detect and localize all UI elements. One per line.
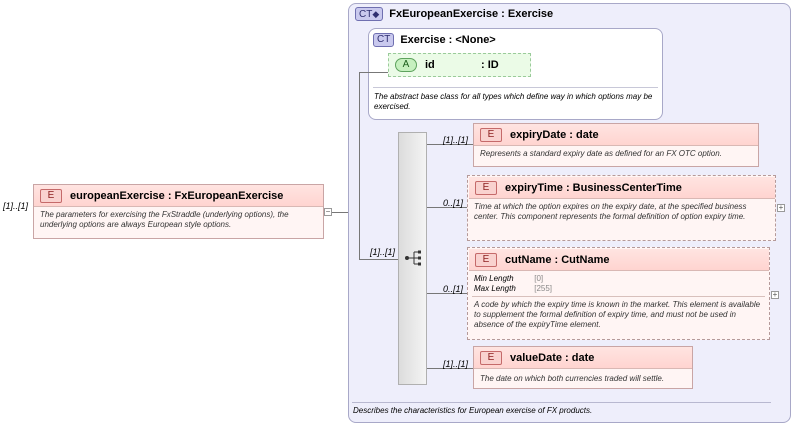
root-cardinality: [1]..[1] <box>3 201 29 211</box>
attribute-id-box[interactable]: A id : ID <box>388 53 531 77</box>
element-title: valueDate : date <box>510 351 595 364</box>
expiry-date-element[interactable]: E expiryDate : date Represents a standar… <box>473 123 759 167</box>
sequence-cardinality: [1]..[1] <box>370 247 396 257</box>
child-connector <box>427 293 467 294</box>
element-badge: E <box>40 188 62 203</box>
element-title: expiryDate : date <box>510 128 599 141</box>
element-doc: Represents a standard expiry date as def… <box>480 149 722 158</box>
child-cardinality: [1]..[1] <box>443 359 469 369</box>
facet-divider <box>472 296 765 297</box>
element-doc: Time at which the option expires on the … <box>474 202 747 221</box>
child-cardinality: 0..[1] <box>443 198 464 208</box>
base-type-doc: The abstract base class for all types wh… <box>374 92 653 111</box>
child-connector <box>427 368 473 369</box>
facet-max-length: Max Length [255] <box>474 284 553 293</box>
base-type-header: CT Exercise : <None> <box>373 33 496 47</box>
element-badge: E <box>480 127 502 142</box>
attribute-connector <box>359 72 360 260</box>
facet-min-length: Min Length [0] <box>474 274 544 283</box>
attribute-type: : ID <box>481 59 499 71</box>
element-badge: E <box>475 180 497 195</box>
root-element-doc: The parameters for exercising the FxStra… <box>40 210 289 229</box>
child-connector <box>427 207 467 208</box>
element-header: E expiryTime : BusinessCenterTime <box>469 177 775 199</box>
cut-name-element[interactable]: E cutName : CutName Min Length [0] Max L… <box>467 247 770 340</box>
child-cardinality: [1]..[1] <box>443 135 469 145</box>
complex-type-doc: Describes the characteristics for Europe… <box>353 406 593 415</box>
attribute-connector-h <box>359 72 388 73</box>
attribute-name: id <box>425 59 435 71</box>
complex-type-header: CT◆ FxEuropeanExercise : Exercise <box>355 7 553 21</box>
element-badge: E <box>475 252 497 267</box>
complex-type-title: FxEuropeanExercise : Exercise <box>389 8 554 20</box>
facets: Min Length [0] Max Length [255] <box>468 271 769 294</box>
complex-type-badge: CT◆ <box>355 7 384 21</box>
expiry-time-element[interactable]: E expiryTime : BusinessCenterTime Time a… <box>467 175 776 241</box>
element-title: cutName : CutName <box>505 253 610 266</box>
expand-toggle[interactable]: + <box>777 203 785 212</box>
base-type-title: Exercise : <None> <box>400 34 496 46</box>
expand-icon: ◆ <box>372 9 380 19</box>
base-type-divider <box>373 87 658 88</box>
root-element-title: europeanExercise : FxEuropeanExercise <box>70 189 284 202</box>
connector-line <box>332 212 348 213</box>
element-badge: E <box>480 350 502 365</box>
element-doc: A code by which the expiry time is known… <box>474 300 761 329</box>
complex-type-divider <box>352 402 771 403</box>
expand-toggle[interactable]: + <box>771 290 779 299</box>
element-title: expiryTime : BusinessCenterTime <box>505 181 682 194</box>
root-element-box[interactable]: E europeanExercise : FxEuropeanExercise … <box>33 184 324 239</box>
element-header: E valueDate : date <box>474 347 692 369</box>
root-element-header: E europeanExercise : FxEuropeanExercise <box>34 185 323 207</box>
child-cardinality: 0..[1] <box>443 284 464 294</box>
attribute-badge: A <box>395 58 417 72</box>
element-header: E expiryDate : date <box>474 124 758 146</box>
sequence-icon <box>405 250 421 266</box>
element-header: E cutName : CutName <box>469 249 769 271</box>
value-date-element[interactable]: E valueDate : date The date on which bot… <box>473 346 693 389</box>
collapse-toggle[interactable]: − <box>324 207 332 216</box>
element-doc: The date on which both currencies traded… <box>480 374 665 383</box>
sequence-connector <box>359 259 398 260</box>
child-connector <box>427 144 473 145</box>
base-type-badge: CT <box>373 33 395 47</box>
